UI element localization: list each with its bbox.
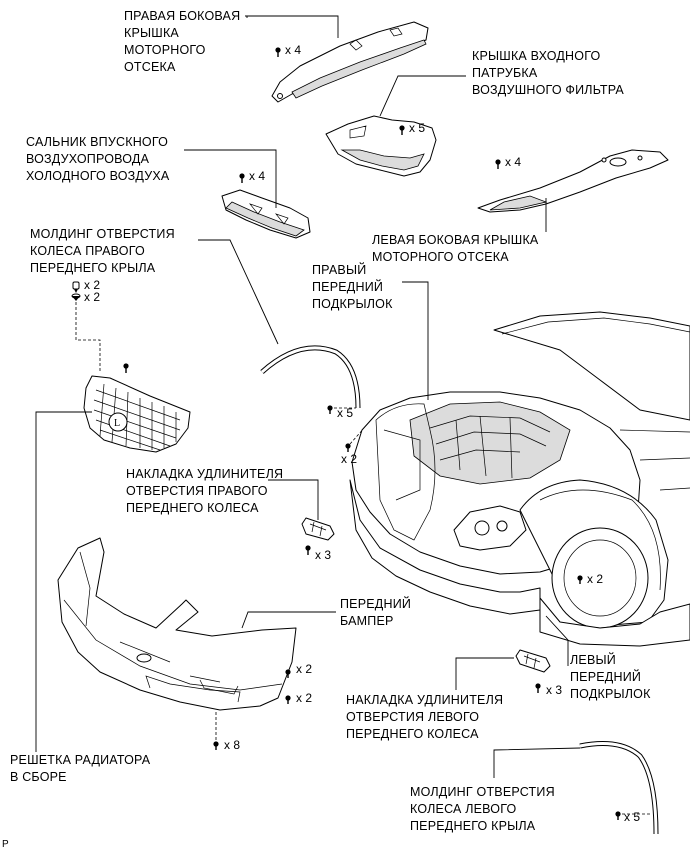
count-left-pad-clips: x 3 <box>546 683 563 697</box>
label-radiator-grille: РЕШЕТКА РАДИАТОРА В СБОРЕ <box>10 753 151 784</box>
label-right-front-fender-liner: ПРАВЫЙ ПЕРЕДНИЙ ПОДКРЫЛОК <box>312 263 393 311</box>
clip-icon <box>239 173 245 183</box>
clip-icon <box>305 545 311 555</box>
count-bumper-screws-a: x 2 <box>296 662 313 676</box>
left-wheel-extension-pad <box>515 649 551 673</box>
screw-icon <box>345 443 351 452</box>
radiator-grille: L <box>83 375 191 453</box>
clip-icon <box>399 125 405 135</box>
count-left-liner-screws: x 2 <box>587 572 604 586</box>
vehicle-front-body <box>349 311 690 647</box>
clip-icon <box>495 159 501 169</box>
count-left-molding-clips: x 5 <box>624 810 641 824</box>
count-intake-seal-clips: x 4 <box>249 169 266 183</box>
label-front-bumper: ПЕРЕДНИЙ БАМПЕР <box>340 597 412 628</box>
screw-icon <box>213 741 219 750</box>
count-bumper-screws-b: x 2 <box>296 691 313 705</box>
label-right-wheel-extension-pad: НАКЛАДКА УДЛИНИТЕЛЯ ОТВЕРСТИЯ ПРАВОГО ПЕ… <box>126 467 284 515</box>
screw-icon <box>577 575 583 584</box>
air-filter-inlet-cover <box>325 115 437 177</box>
screw-icon <box>285 669 291 678</box>
label-left-wheel-extension-pad: НАКЛАДКА УДЛИНИТЕЛЯ ОТВЕРСТИЯ ЛЕВОГО ПЕР… <box>346 693 504 741</box>
count-right-pad-clips: x 3 <box>315 548 332 562</box>
label-air-filter-inlet-cover: КРЫШКА ВХОДНОГО ПАТРУБКА ВОЗДУШНОГО ФИЛЬ… <box>472 49 624 97</box>
svg-text:L: L <box>114 418 120 429</box>
label-left-engine-side-cover: ЛЕВАЯ БОКОВАЯ КРЫШКА МОТОРНОГО ОТСЕКА <box>372 233 539 264</box>
clip-icon <box>123 363 129 373</box>
clip-icon <box>327 405 333 414</box>
grille-clip-upper <box>72 281 80 293</box>
count-grille-clips-b: x 2 <box>84 290 101 304</box>
left-engine-side-cover <box>477 149 669 213</box>
count-right-liner-screws: x 2 <box>341 452 358 466</box>
label-cold-air-intake-seal: САЛЬНИК ВПУСКНОГО ВОЗДУХОПРОВОДА ХОЛОДНО… <box>26 135 170 183</box>
cold-air-intake-seal <box>221 189 311 239</box>
clip-icon <box>615 811 621 820</box>
footer-mark: P <box>2 839 9 850</box>
right-engine-side-cover <box>271 21 429 103</box>
count-bumper-bottom-screws: x 8 <box>224 738 241 752</box>
count-left-cover-clips: x 4 <box>505 155 522 169</box>
right-wheel-opening-molding <box>260 345 361 409</box>
label-left-front-fender-liner: ЛЕВЫЙ ПЕРЕДНИЙ ПОДКРЫЛОК <box>570 653 651 701</box>
clip-icon <box>535 683 541 693</box>
label-right-wheel-opening-molding: МОЛДИНГ ОТВЕРСТИЯ КОЛЕСА ПРАВОГО ПЕРЕДНЕ… <box>30 227 175 275</box>
left-wheel-opening-molding <box>579 741 659 835</box>
label-right-engine-side-cover: ПРАВАЯ БОКОВАЯ КРЫШКА МОТОРНОГО ОТСЕКА <box>124 9 241 74</box>
front-bumper <box>57 537 297 711</box>
count-grille-clips-a: x 2 <box>84 278 101 292</box>
count-right-molding-clips: x 5 <box>337 406 354 420</box>
grille-clip-lower <box>71 293 81 301</box>
screw-icon <box>285 695 291 704</box>
clip-icon <box>275 47 281 57</box>
count-right-cover-clips: x 4 <box>285 43 302 57</box>
right-wheel-extension-pad <box>301 517 335 541</box>
count-inlet-cover-clips: x 5 <box>409 121 426 135</box>
label-left-wheel-opening-molding: МОЛДИНГ ОТВЕРСТИЯ КОЛЕСА ЛЕВОГО ПЕРЕДНЕГ… <box>410 785 555 833</box>
